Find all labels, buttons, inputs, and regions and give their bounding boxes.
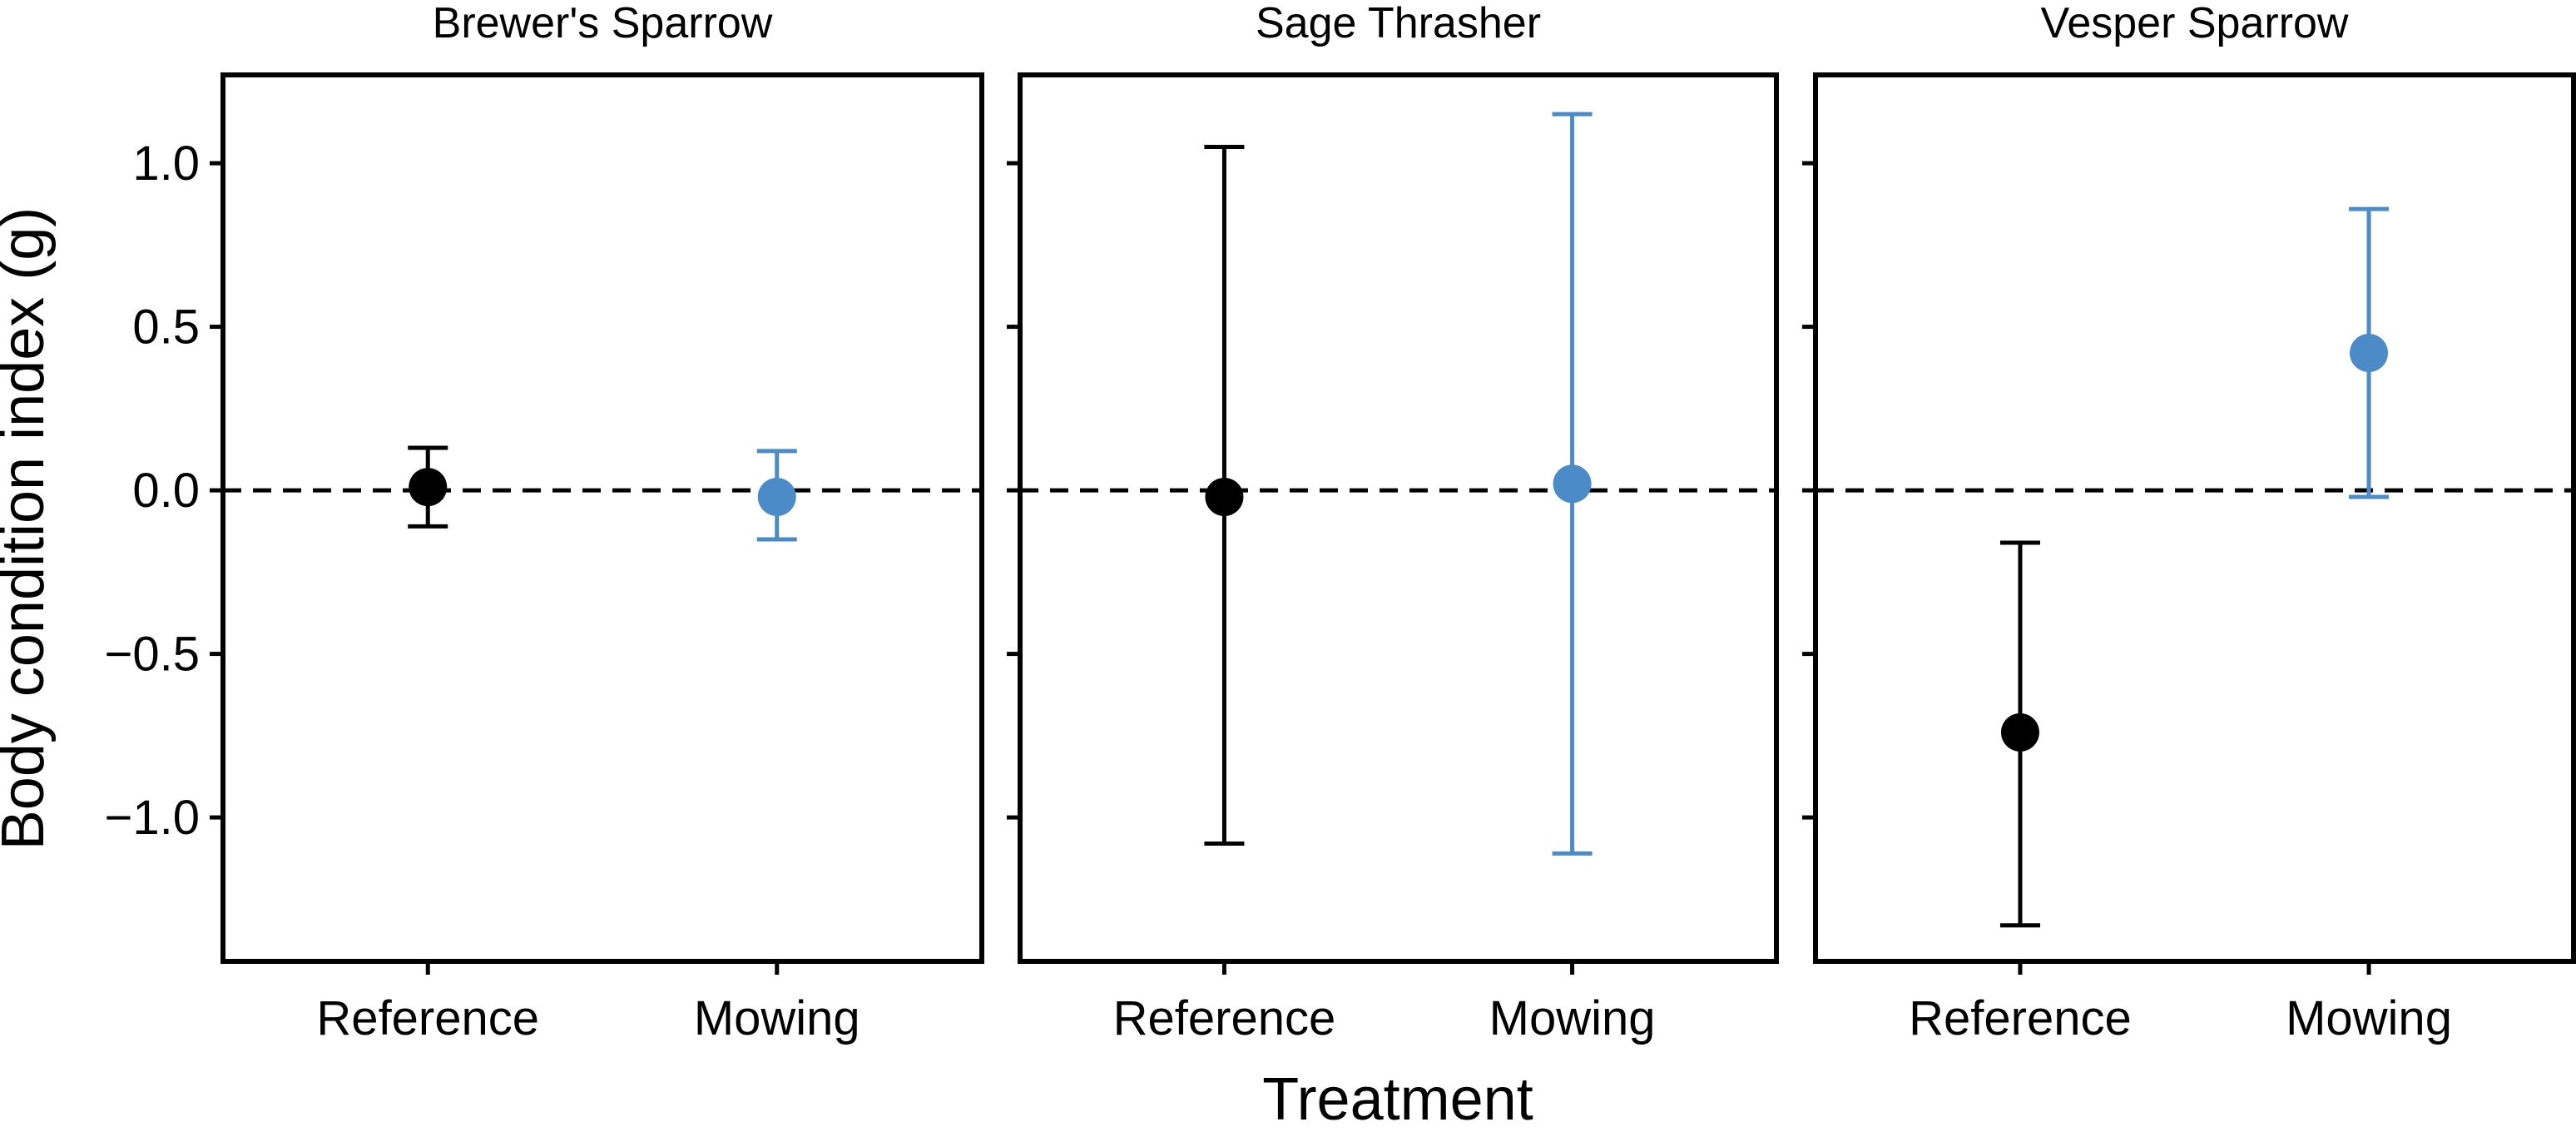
y-tick-label: 0.5	[132, 300, 200, 355]
panel-0: Brewer's Sparrow 1.0 0.5 0.0 −0.5 −1.0Referen…	[105, 0, 984, 1045]
x-tick-label: Reference	[1909, 991, 2132, 1045]
panel-frame	[1018, 72, 1779, 964]
x-axis-label: Treatment	[1262, 1066, 1533, 1133]
x-tick-label: Mowing	[1489, 991, 1656, 1045]
panel-frame	[1813, 72, 2576, 964]
data-point	[1205, 477, 1244, 516]
data-point	[2000, 712, 2039, 752]
panel-frame	[220, 72, 984, 964]
y-tick-label: −1.0	[105, 791, 201, 845]
data-point	[757, 477, 796, 516]
y-axis-label: Body condition index (g)	[0, 207, 57, 850]
y-tick-label: 1.0	[132, 137, 200, 191]
panel-title: Brewer's Sparrow	[433, 0, 773, 47]
panel-title: Vesper Sparrow	[2041, 0, 2349, 47]
x-tick-label: Reference	[1113, 991, 1336, 1045]
x-tick-label: Mowing	[2286, 991, 2452, 1045]
y-tick-label: 0.0	[132, 464, 200, 518]
data-point	[2350, 334, 2389, 373]
data-point	[409, 468, 448, 507]
data-point	[1553, 464, 1592, 504]
x-tick-label: Mowing	[694, 991, 860, 1045]
y-tick-label: −0.5	[105, 628, 201, 682]
x-tick-label: Reference	[316, 991, 539, 1045]
panel-title: Sage Thrasher	[1256, 0, 1541, 47]
